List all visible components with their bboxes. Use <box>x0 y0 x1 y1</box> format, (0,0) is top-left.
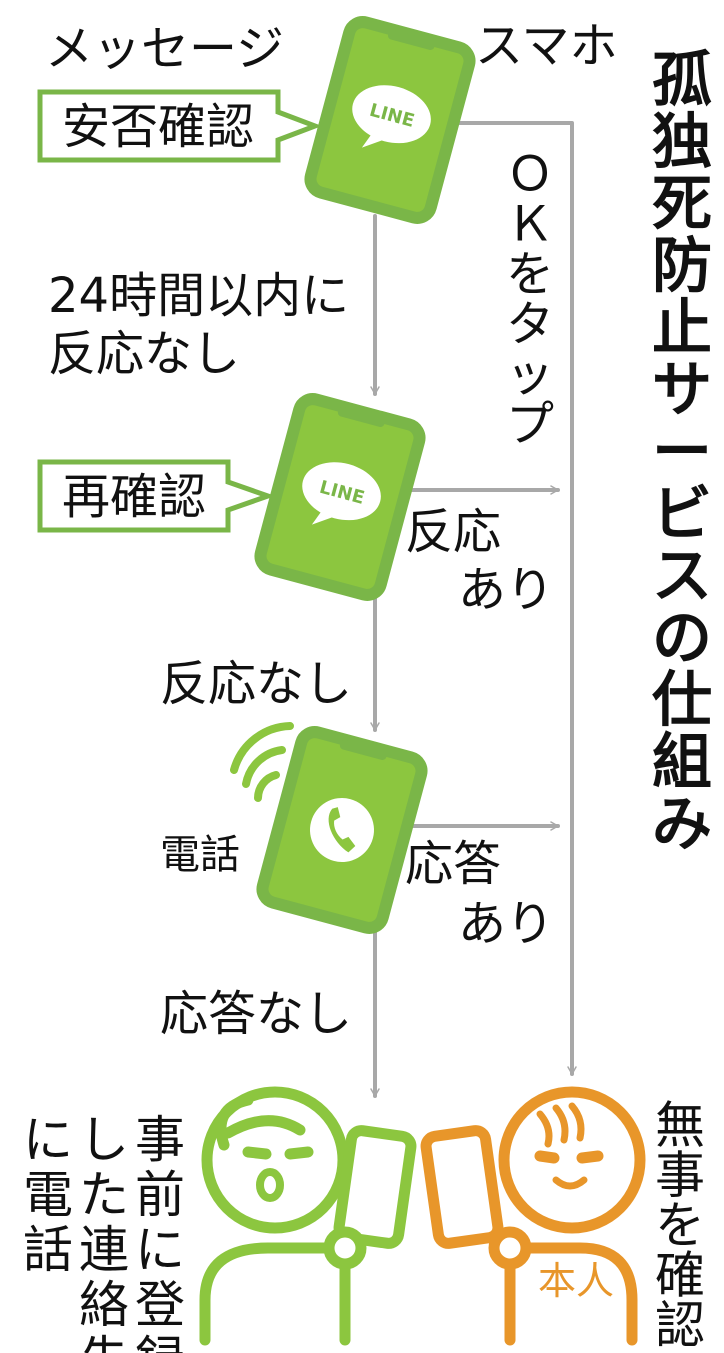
reaction-line1: 反応 <box>405 504 501 560</box>
line-app-icon: LINE <box>302 462 381 525</box>
first-check-box: 安否確認 <box>37 89 323 163</box>
reaction-line2: あり <box>458 562 554 618</box>
smartphone-icon: LINE <box>304 16 476 224</box>
no-reply-24h-line1: 24時間以内に <box>48 268 349 324</box>
contact-col-1: 事前に登録 <box>135 1111 185 1353</box>
flow-arrows <box>370 121 577 1098</box>
signal-waves-icon <box>230 722 294 802</box>
arrow-ok-to-self <box>453 121 577 1076</box>
diagram-title: 孤独死防止サービスの仕組み <box>652 46 712 860</box>
recheck-label: 再確認 <box>62 469 206 525</box>
contact-col-3: に電話 <box>23 1111 73 1279</box>
no-reaction-label: 反応なし <box>160 656 352 712</box>
phone-call-label: 電話 <box>160 832 240 878</box>
registered-contact-text: 事前に登録 した連絡先 に電話 <box>23 1111 185 1353</box>
line-app-icon: LINE <box>352 85 431 148</box>
smartphone-icon <box>256 726 428 934</box>
self-label: 本人 <box>538 1259 614 1303</box>
no-reply-24h-line2: 反応なし <box>48 326 240 382</box>
handset-icon <box>310 798 374 862</box>
recheck-box: 再確認 <box>37 459 276 533</box>
safe-confirmed-label: 無事を確認 <box>655 1097 705 1353</box>
contact-col-2: した連絡先 <box>79 1111 129 1353</box>
answer-line2: あり <box>458 896 554 952</box>
first-check-label: 安否確認 <box>62 99 254 155</box>
header-message-label: メッセージ <box>45 21 284 77</box>
tap-ok-label: ＯＫをタップ <box>506 147 554 453</box>
smartphone-icon: LINE <box>254 393 426 601</box>
answer-line1: 応答 <box>405 836 501 892</box>
header-smartphone-label: スマホ <box>475 18 618 74</box>
user-person-icon <box>420 1086 646 1346</box>
family-person-icon <box>199 1086 417 1346</box>
no-answer-label: 応答なし <box>160 986 352 1042</box>
